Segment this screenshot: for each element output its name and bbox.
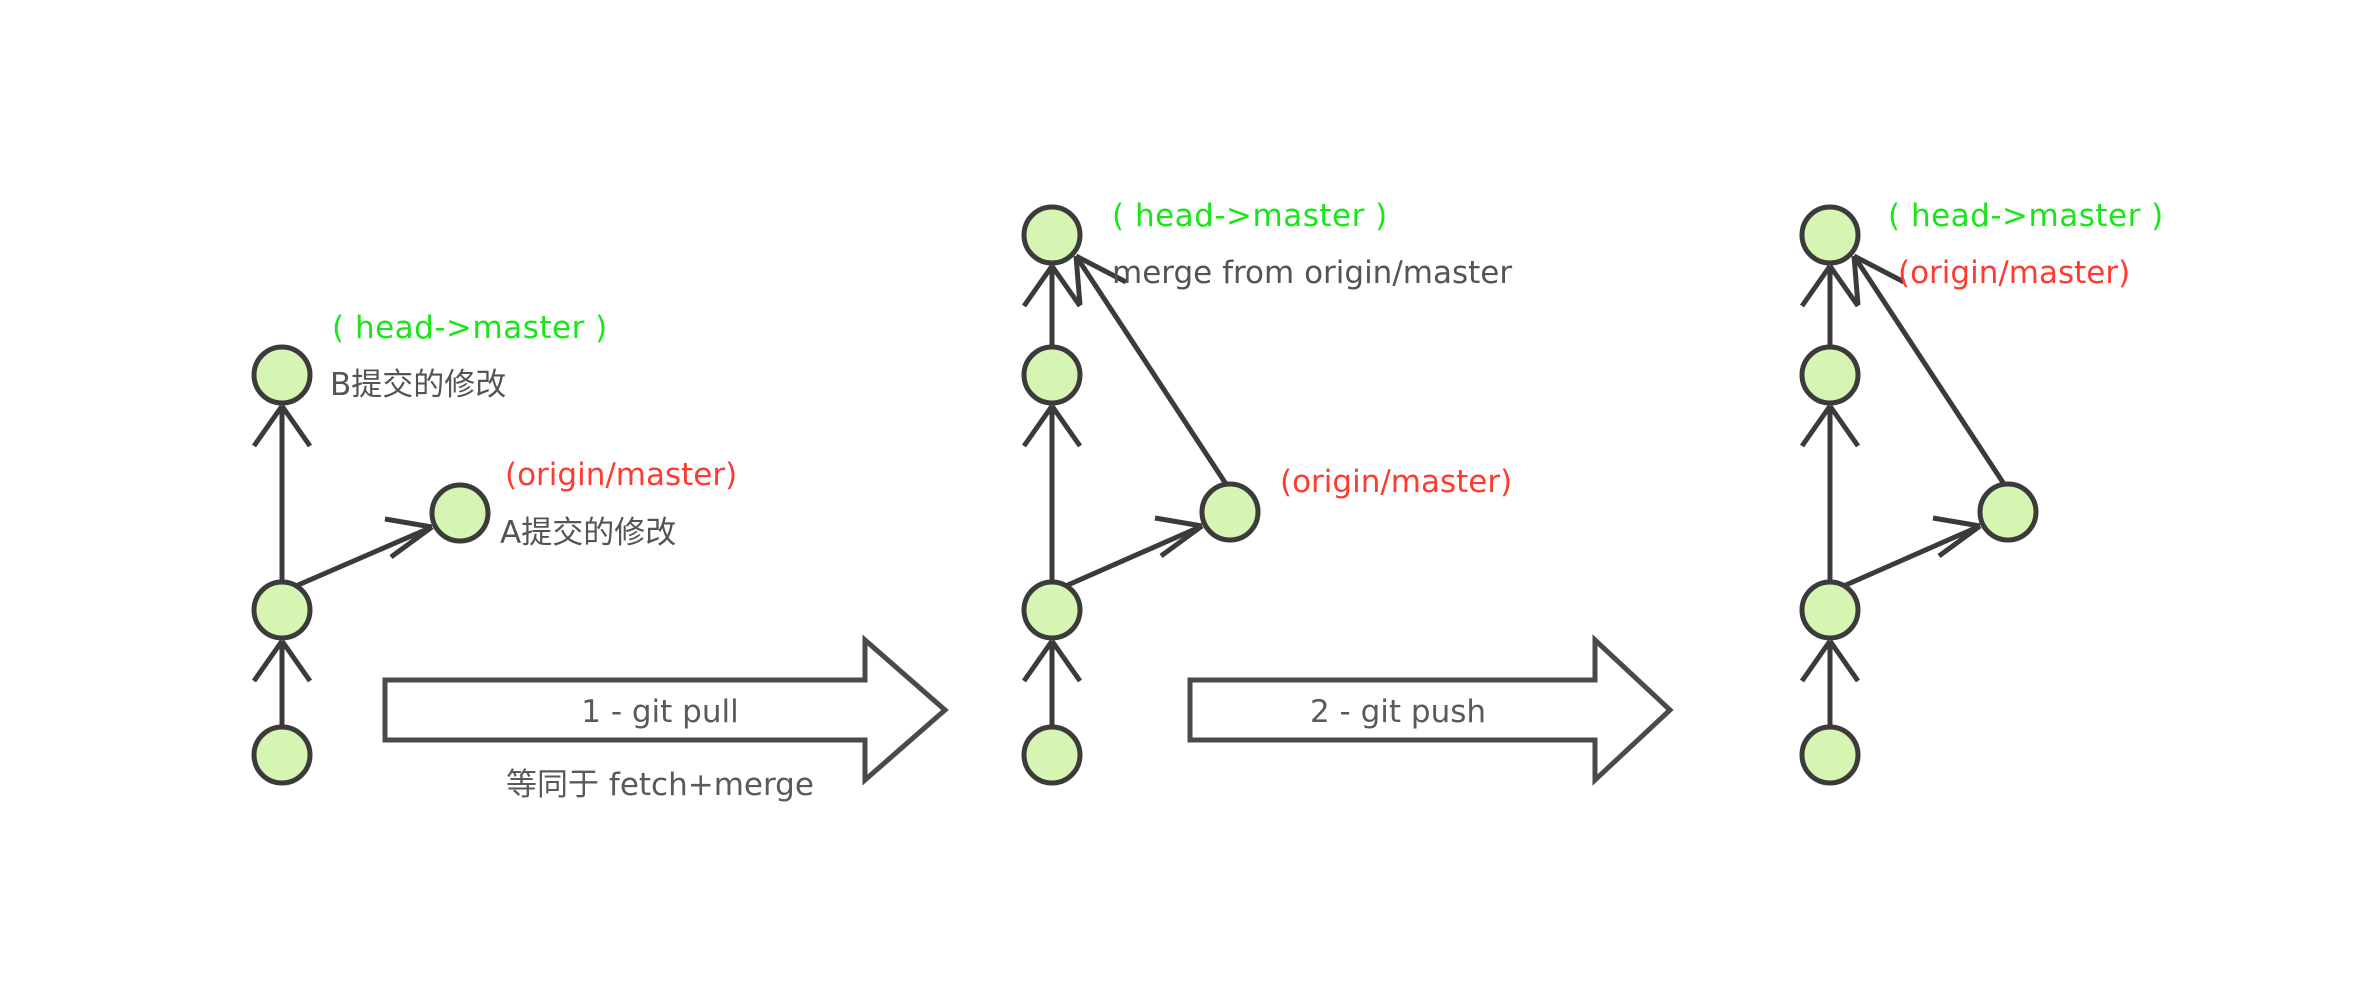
git-push-label: 2 - git push [1310, 694, 1486, 730]
git-pull-arrow-shape [382, 634, 949, 786]
commit-node [251, 344, 313, 406]
stage-1-edges [251, 404, 434, 727]
commit-node [1799, 724, 1861, 786]
stage-1-local: ( head->master ) B提交的修改 (origin/master) … [251, 310, 737, 786]
commit-node-origin [1977, 481, 2039, 543]
stage-2-after-pull: ( head->master ) merge from origin/maste… [1021, 198, 1512, 786]
arrowhead-s3-n2-n3 [1799, 264, 1861, 308]
stage-3-origin-label: (origin/master) [1898, 255, 2130, 291]
arrowhead-s3-side-n3 [1851, 253, 1906, 306]
arrowhead-s3-n0-n1 [1799, 639, 1861, 683]
stage-1-origin-note: A提交的修改 [500, 515, 676, 551]
transition-git-push: 2 - git push [1187, 634, 1674, 786]
stage-3-edges [1799, 253, 2007, 727]
arrowhead-s1-n0-n1 [251, 639, 313, 683]
stage-3-head-label: ( head->master ) [1888, 198, 2164, 234]
edge-s1-n1-side [281, 524, 433, 595]
stage-2-head-label: ( head->master ) [1112, 198, 1388, 234]
arrowhead-s2-n1-side [1154, 515, 1204, 559]
commit-node [1021, 724, 1083, 786]
arrowhead-s1-n1-n2 [251, 404, 313, 448]
edge-s2-side-n3 [1073, 254, 1229, 486]
arrowhead-s2-n1-n2 [1021, 404, 1083, 448]
commit-node-merge [1021, 204, 1083, 266]
edge-s2-n1-side [1050, 523, 1204, 595]
stage-2-edges [1021, 253, 1229, 727]
commit-node [1799, 579, 1861, 641]
transition-git-pull: 1 - git pull 等同于 fetch+merge [382, 634, 949, 803]
git-pull-label: 1 - git pull [581, 694, 738, 730]
stage-1-head-label: ( head->master ) [332, 310, 608, 346]
arrowhead-s3-n1-n2 [1799, 404, 1861, 448]
stage-1-origin-label: (origin/master) [505, 457, 737, 493]
commit-node [251, 579, 313, 641]
commit-node [1021, 344, 1083, 406]
edge-s3-side-n3 [1851, 254, 2007, 486]
commit-node [1799, 344, 1861, 406]
commit-node [251, 724, 313, 786]
edge-s3-n1-side [1828, 523, 1982, 595]
git-pull-caption: 等同于 fetch+merge [506, 767, 814, 803]
stage-2-head-note: merge from origin/master [1112, 255, 1512, 291]
arrowhead-s3-n1-side [1932, 515, 1982, 559]
commit-node-merge [1799, 204, 1861, 266]
commit-node-origin [1199, 481, 1261, 543]
commit-node-origin [429, 482, 491, 544]
stage-2-origin-label: (origin/master) [1280, 464, 1512, 500]
arrowhead-s2-side-n3 [1073, 253, 1128, 306]
arrowhead-s1-n1-side [384, 516, 434, 560]
git-push-arrow-shape [1187, 634, 1674, 786]
arrowhead-s2-n0-n1 [1021, 639, 1083, 683]
stage-1-head-note: B提交的修改 [330, 367, 506, 403]
arrowhead-s2-n2-n3 [1021, 264, 1083, 308]
commit-node [1021, 579, 1083, 641]
stage-3-after-push: ( head->master ) (origin/master) [1799, 198, 2164, 786]
